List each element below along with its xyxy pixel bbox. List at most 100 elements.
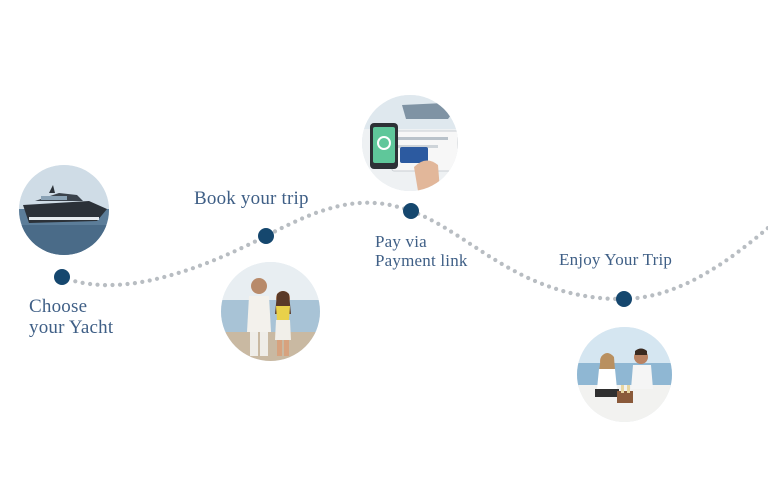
- path-dot: [239, 246, 244, 251]
- path-dot: [272, 229, 278, 234]
- path-dot: [635, 295, 640, 301]
- step-label-line: Choose: [29, 296, 88, 317]
- path-dot: [532, 278, 538, 284]
- path-dot: [328, 206, 333, 211]
- path-dot: [539, 281, 545, 286]
- path-dot: [147, 278, 152, 283]
- path-dot: [519, 272, 524, 277]
- path-dot: [394, 204, 399, 209]
- path-dot: [169, 272, 174, 278]
- path-dot: [342, 202, 347, 207]
- path-dot: [279, 225, 284, 231]
- path-dot: [455, 233, 460, 238]
- path-dot: [730, 253, 735, 259]
- path-dot: [246, 242, 251, 247]
- path-dot: [705, 270, 710, 275]
- path-dot: [117, 282, 123, 287]
- yacht-photo: [19, 165, 109, 255]
- path-dot: [724, 258, 729, 263]
- step-label-book-trip: Book your trip: [194, 188, 309, 209]
- friends-on-boat-photo: [577, 327, 672, 422]
- path-dot: [736, 249, 741, 254]
- milestone-marker-1: [54, 269, 70, 285]
- path-dot: [225, 252, 230, 257]
- path-dot: [526, 275, 531, 281]
- path-dot: [718, 262, 723, 267]
- path-dot: [162, 274, 167, 280]
- path-dot: [561, 289, 566, 294]
- path-dot: [480, 249, 485, 255]
- path-dot: [80, 280, 85, 285]
- path-dot: [313, 210, 319, 215]
- path-dot: [429, 218, 434, 223]
- step-label-pay-via-link: Pay via Payment link: [375, 232, 468, 270]
- path-dot: [642, 294, 648, 299]
- path-dot: [380, 201, 385, 206]
- path-dot: [197, 263, 203, 268]
- path-dot: [499, 261, 504, 266]
- path-dot: [760, 230, 765, 235]
- path-dot: [698, 274, 704, 279]
- path-dot: [583, 293, 588, 299]
- path-dot: [204, 260, 210, 266]
- path-dot: [88, 281, 93, 287]
- milestone-marker-3: [403, 203, 419, 219]
- path-dot: [95, 282, 100, 287]
- path-dot: [748, 240, 753, 245]
- path-dot: [132, 281, 137, 286]
- path-dot: [678, 283, 683, 289]
- step-label-choose-yacht: Choose your Yacht: [29, 296, 113, 338]
- path-dot: [650, 293, 655, 298]
- path-dot: [506, 265, 511, 270]
- path-dot: [754, 235, 759, 240]
- path-dot: [436, 221, 441, 226]
- path-dot: [442, 225, 447, 230]
- step-label-line: Enjoy Your Trip: [559, 250, 673, 269]
- path-dot: [568, 290, 573, 296]
- path-dot: [765, 226, 768, 231]
- path-dot: [742, 244, 747, 250]
- path-dot: [461, 237, 466, 242]
- step-label-line: Payment link: [375, 251, 468, 270]
- path-dot: [300, 216, 305, 221]
- path-dot: [293, 219, 298, 224]
- path-dot: [218, 255, 223, 260]
- path-dot: [387, 202, 392, 207]
- step-label-line: Book your trip: [194, 188, 309, 209]
- path-dot: [671, 286, 676, 291]
- path-dot: [474, 245, 479, 250]
- couple-photo: [221, 262, 320, 361]
- path-dot: [575, 292, 580, 297]
- path-dot: [685, 280, 690, 286]
- path-dot: [211, 258, 217, 263]
- path-dot: [664, 289, 669, 294]
- dotted-path: [73, 200, 768, 302]
- milestone-marker-4: [616, 291, 632, 307]
- path-dot: [711, 266, 716, 271]
- path-dot: [350, 201, 355, 206]
- path-dot: [321, 208, 326, 213]
- path-dot: [357, 200, 362, 206]
- path-dot: [598, 295, 603, 301]
- path-dot: [365, 200, 370, 205]
- path-dot: [546, 284, 552, 289]
- path-dot: [657, 291, 662, 296]
- path-dot: [110, 282, 115, 288]
- path-dot: [190, 266, 195, 271]
- milestone-marker-2: [258, 228, 274, 244]
- path-dot: [140, 279, 145, 284]
- path-dot: [590, 295, 595, 300]
- path-dot: [176, 270, 181, 275]
- path-dot: [232, 249, 237, 254]
- path-dot: [102, 283, 108, 288]
- path-dot: [605, 296, 610, 301]
- path-dot: [512, 269, 517, 274]
- payment-photo: [362, 95, 458, 191]
- path-dot: [449, 229, 454, 234]
- path-dot: [486, 254, 491, 259]
- step-label-line: Pay via: [375, 232, 427, 251]
- path-dot: [154, 276, 160, 281]
- path-dot: [467, 241, 473, 246]
- path-dot: [554, 286, 559, 291]
